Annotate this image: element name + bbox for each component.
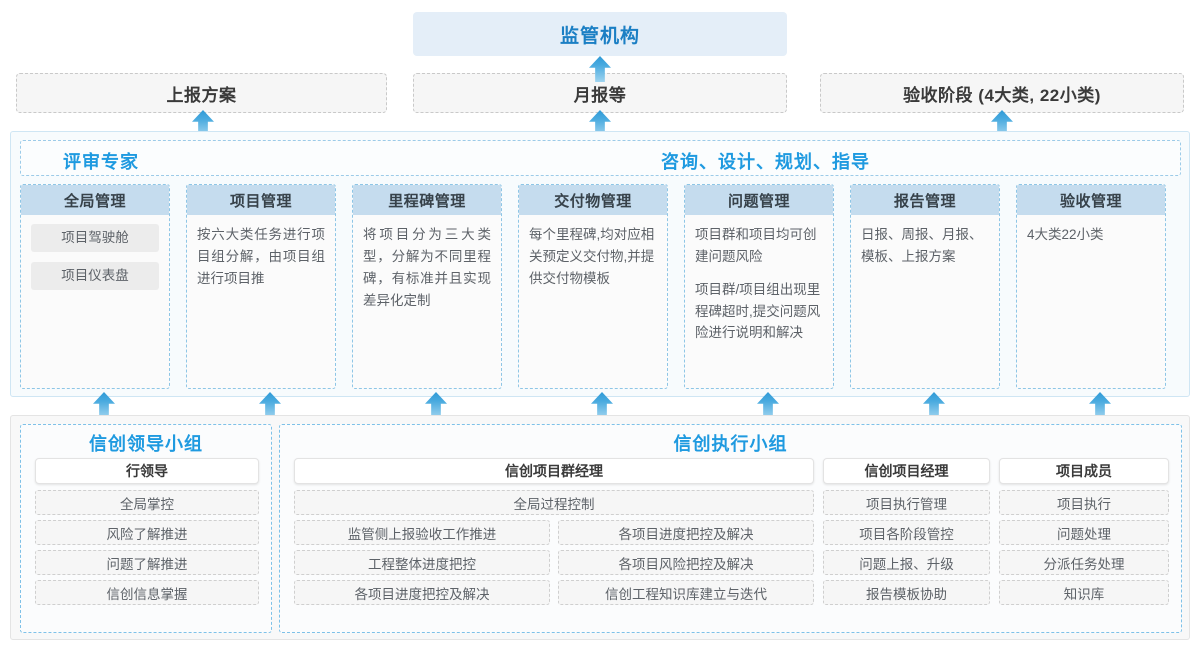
module-title: 报告管理 xyxy=(851,185,999,215)
top-node-regulator: 监管机构 xyxy=(413,12,787,56)
module-paragraph: 按六大类任务进行项目组分解，由项目组进行项目推 xyxy=(197,227,325,286)
task-item[interactable]: 信创工程知识库建立与迭代 xyxy=(558,580,814,605)
deliverable-box-report-plan: 上报方案 xyxy=(16,73,387,113)
task-item[interactable]: 项目各阶段管控 xyxy=(823,520,990,545)
deliverable-box-acceptance-stage: 验收阶段 (4大类, 22小类) xyxy=(820,73,1184,113)
task-item[interactable]: 问题了解推进 xyxy=(35,550,259,575)
task-item[interactable]: 知识库 xyxy=(999,580,1169,605)
module-body: 项目驾驶舱 项目仪表盘 xyxy=(21,215,169,306)
module-paragraph: 日报、周报、月报、模板、上报方案 xyxy=(861,227,983,264)
role-name: 行领导 xyxy=(35,458,259,484)
task-item[interactable]: 全局掌控 xyxy=(35,490,259,515)
module-title: 全局管理 xyxy=(21,185,169,215)
regulator-label: 监管机构 xyxy=(559,25,640,47)
module-paragraph: 项目群/项目组出现里程碑超时,提交问题风险进行说明和解决 xyxy=(695,281,821,341)
module-paragraph: 项目群和项目均可创建问题风险 xyxy=(695,227,817,264)
module-title: 交付物管理 xyxy=(519,185,667,215)
role-column-project-member: 项目成员 项目执行 问题处理 分派任务处理 知识库 xyxy=(999,458,1169,605)
group-leadership-team: 信创领导小组 行领导 全局掌控 风险了解推进 问题了解推进 信创信息掌握 xyxy=(20,424,272,633)
task-item[interactable]: 问题上报、升级 xyxy=(823,550,990,575)
task-item[interactable]: 问题处理 xyxy=(999,520,1169,545)
module-column-milestone-management[interactable]: 里程碑管理 将项目分为三大类型，分解为不同里程碑，有标准并且实现差异化定制 xyxy=(352,184,502,389)
module-body: 按六大类任务进行项目组分解，由项目组进行项目推 xyxy=(187,215,335,296)
module-body: 每个里程碑,均对应相关预定义交付物,并提供交付物模板 xyxy=(519,215,667,296)
deliverable-label: 上报方案 xyxy=(166,85,237,105)
module-paragraph: 每个里程碑,均对应相关预定义交付物,并提供交付物模板 xyxy=(529,227,655,286)
module-paragraph: 将项目分为三大类型，分解为不同里程碑，有标准并且实现差异化定制 xyxy=(363,227,491,308)
middle-band: 评审专家 咨询、设计、规划、指导 全局管理 项目驾驶舱 项目仪表盘 项目管理 按… xyxy=(10,131,1190,397)
task-item[interactable]: 分派任务处理 xyxy=(999,550,1169,575)
module-column-project-management[interactable]: 项目管理 按六大类任务进行项目组分解，由项目组进行项目推 xyxy=(186,184,336,389)
group-title: 信创领导小组 xyxy=(89,434,203,454)
module-pill[interactable]: 项目仪表盘 xyxy=(31,262,159,290)
deliverable-label: 月报等 xyxy=(573,85,627,105)
task-item[interactable]: 各项目进度把控及解决 xyxy=(294,580,550,605)
role-column-project-manager: 信创项目经理 项目执行管理 项目各阶段管控 问题上报、升级 报告模板协助 xyxy=(823,458,990,605)
task-item[interactable]: 各项目风险把控及解决 xyxy=(558,550,814,575)
role-column-bank-leader: 行领导 全局掌控 风险了解推进 问题了解推进 信创信息掌握 xyxy=(35,458,259,605)
role-column-program-manager: 信创项目群经理 全局过程控制 监管侧上报验收工作推进 工程整体进度把控 各项目进… xyxy=(294,458,814,605)
module-title: 问题管理 xyxy=(685,185,833,215)
module-body: 4大类22小类 xyxy=(1017,215,1165,252)
module-column-acceptance-management[interactable]: 验收管理 4大类22小类 xyxy=(1016,184,1166,389)
task-item-full-width[interactable]: 全局过程控制 xyxy=(294,490,814,515)
group-execution-team: 信创执行小组 信创项目群经理 全局过程控制 监管侧上报验收工作推进 工程整体进度… xyxy=(279,424,1182,633)
bottom-band: 信创领导小组 行领导 全局掌控 风险了解推进 问题了解推进 信创信息掌握 信创执… xyxy=(10,415,1190,640)
task-item[interactable]: 工程整体进度把控 xyxy=(294,550,550,575)
module-title: 项目管理 xyxy=(187,185,335,215)
task-item[interactable]: 各项目进度把控及解决 xyxy=(558,520,814,545)
role-name: 项目成员 xyxy=(999,458,1169,484)
task-item[interactable]: 报告模板协助 xyxy=(823,580,990,605)
task-item[interactable]: 信创信息掌握 xyxy=(35,580,259,605)
role-name: 信创项目经理 xyxy=(823,458,990,484)
task-item[interactable]: 项目执行 xyxy=(999,490,1169,515)
module-body: 将项目分为三大类型，分解为不同里程碑，有标准并且实现差异化定制 xyxy=(353,215,501,317)
module-title: 验收管理 xyxy=(1017,185,1165,215)
task-item[interactable]: 风险了解推进 xyxy=(35,520,259,545)
module-body: 项目群和项目均可创建问题风险 项目群/项目组出现里程碑超时,提交问题风险进行说明… xyxy=(685,215,833,350)
module-column-deliverable-management[interactable]: 交付物管理 每个里程碑,均对应相关预定义交付物,并提供交付物模板 xyxy=(518,184,668,389)
module-column-issue-management[interactable]: 问题管理 项目群和项目均可创建问题风险 项目群/项目组出现里程碑超时,提交问题风… xyxy=(684,184,834,389)
task-item[interactable]: 监管侧上报验收工作推进 xyxy=(294,520,550,545)
module-paragraph: 4大类22小类 xyxy=(1027,227,1104,242)
middle-band-header: 评审专家 咨询、设计、规划、指导 xyxy=(20,140,1181,176)
role-name: 信创项目群经理 xyxy=(294,458,814,484)
task-item[interactable]: 项目执行管理 xyxy=(823,490,990,515)
module-title: 里程碑管理 xyxy=(353,185,501,215)
reviewer-expert-label: 评审专家 xyxy=(63,152,139,172)
consulting-design-label: 咨询、设计、规划、指导 xyxy=(661,152,870,172)
module-pill[interactable]: 项目驾驶舱 xyxy=(31,224,159,252)
module-column-global-management[interactable]: 全局管理 项目驾驶舱 项目仪表盘 xyxy=(20,184,170,389)
module-column-report-management[interactable]: 报告管理 日报、周报、月报、模板、上报方案 xyxy=(850,184,1000,389)
deliverable-label: 验收阶段 (4大类, 22小类) xyxy=(903,85,1101,105)
group-title: 信创执行小组 xyxy=(673,434,788,454)
module-body: 日报、周报、月报、模板、上报方案 xyxy=(851,215,999,274)
